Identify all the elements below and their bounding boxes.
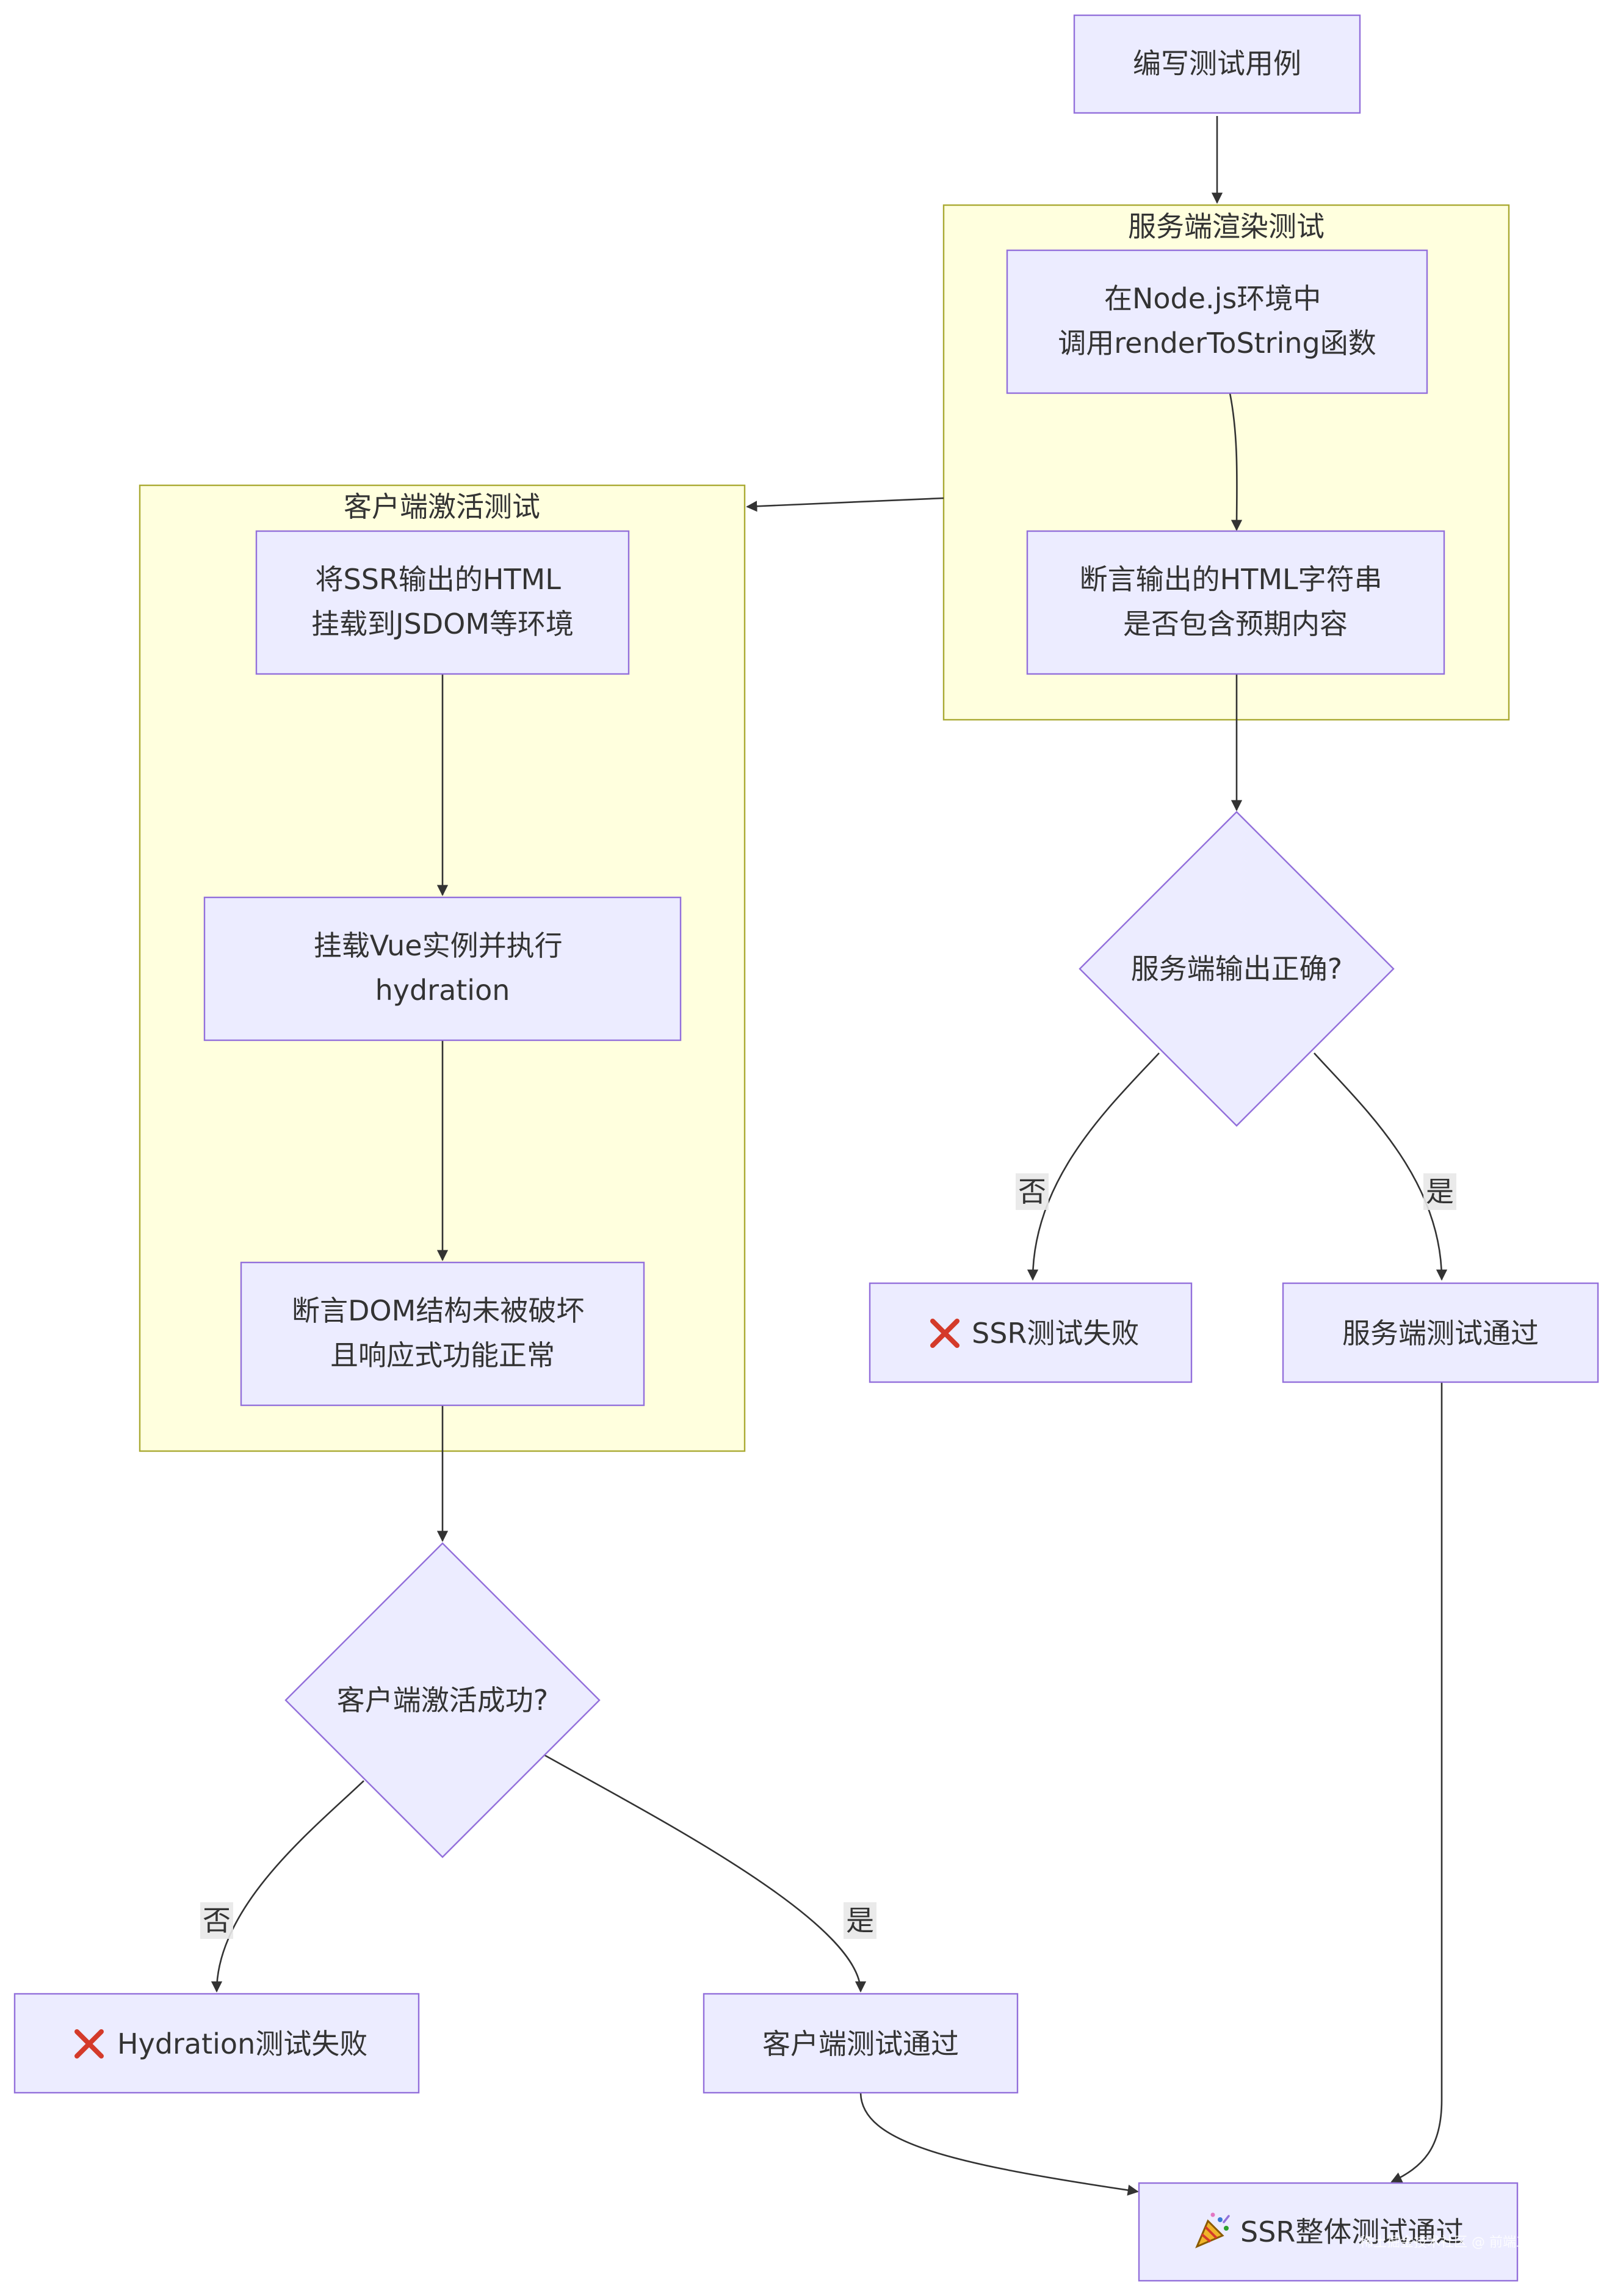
cross-mark-icon	[930, 1319, 960, 1348]
edges	[211, 116, 1448, 2196]
edge-client-pass-to-all	[859, 2091, 1139, 2196]
node-ssr-render-call: 在Node.js环境中 调用renderToString函数	[1006, 249, 1428, 394]
node-server-pass-label: 服务端测试通过	[1342, 1317, 1539, 1350]
decision-client-ok-label: 客户端激活成功?	[337, 1684, 548, 1717]
party-popper-icon	[1195, 2212, 1230, 2248]
edge-label-yes-text: 是	[1426, 1175, 1454, 1208]
edge-label-server-yes: 是	[1423, 1173, 1456, 1210]
edge-client-question-no	[211, 1780, 364, 1993]
edge-server-to-client-cluster	[746, 497, 944, 512]
client-cluster-title: 客户端激活测试	[344, 490, 540, 523]
node-mount-vue: 挂载Vue实例并执行 hydration	[203, 896, 682, 1041]
node-all-pass-label: SSR整体测试通过	[1240, 2215, 1464, 2248]
node-assert-html-label: 断言输出的HTML字符串 是否包含预期内容	[1080, 563, 1392, 640]
decision-server-ok: 服务端输出正确?	[1079, 811, 1395, 1127]
node-hydration-fail: Hydration测试失败	[13, 1993, 420, 2094]
server-cluster-title: 服务端渲染测试	[1128, 210, 1325, 243]
edge-server-question-no	[1027, 1052, 1160, 1281]
node-assert-dom-label: 断言DOM结构未被破坏 且响应式功能正常	[292, 1294, 593, 1372]
edge-label-yes-text: 是	[846, 1904, 874, 1937]
node-mount-jsdom: 将SSR输出的HTML 挂载到JSDOM等环境	[255, 530, 630, 675]
edge-label-server-no: 否	[1016, 1173, 1049, 1210]
node-assert-dom: 断言DOM结构未被破坏 且响应式功能正常	[240, 1261, 645, 1407]
node-mount-vue-label: 挂载Vue实例并执行 hydration	[314, 929, 571, 1007]
node-assert-html: 断言输出的HTML字符串 是否包含预期内容	[1026, 530, 1445, 675]
node-write-tests-label: 编写测试用例	[1133, 47, 1301, 80]
edge-label-client-no: 否	[200, 1902, 233, 1939]
node-client-pass-label: 客户端测试通过	[762, 2027, 959, 2060]
edge-server-pass-to-all	[1390, 1382, 1443, 2183]
edge-label-no-text: 否	[203, 1904, 231, 1937]
node-hydration-fail-label: Hydration测试失败	[117, 2027, 367, 2060]
watermark-text: 稀土掘金技术社区 @ 前端工作日常	[1360, 2235, 1570, 2250]
node-server-pass: 服务端测试通过	[1282, 1282, 1599, 1383]
edge-server-question-yes	[1314, 1052, 1448, 1281]
node-all-pass: SSR整体测试通过	[1138, 2182, 1519, 2282]
node-write-tests: 编写测试用例	[1073, 14, 1361, 114]
edge-label-client-yes: 是	[844, 1902, 876, 1939]
edge-render-to-assert	[1229, 393, 1243, 531]
node-mount-jsdom-label: 将SSR输出的HTML 挂载到JSDOM等环境	[311, 563, 574, 640]
edge-label-no-text: 否	[1018, 1175, 1046, 1208]
node-ssr-fail-label: SSR测试失败	[972, 1317, 1139, 1350]
decision-server-ok-label: 服务端输出正确?	[1131, 952, 1342, 985]
node-ssr-render-call-label: 在Node.js环境中 调用renderToString函数	[1058, 282, 1376, 360]
edge-client-question-yes	[544, 1754, 867, 1993]
decision-client-ok: 客户端激活成功?	[284, 1542, 601, 1858]
node-ssr-fail: SSR测试失败	[869, 1282, 1193, 1383]
cross-mark-icon	[74, 2029, 104, 2059]
node-client-pass: 客户端测试通过	[703, 1993, 1019, 2094]
